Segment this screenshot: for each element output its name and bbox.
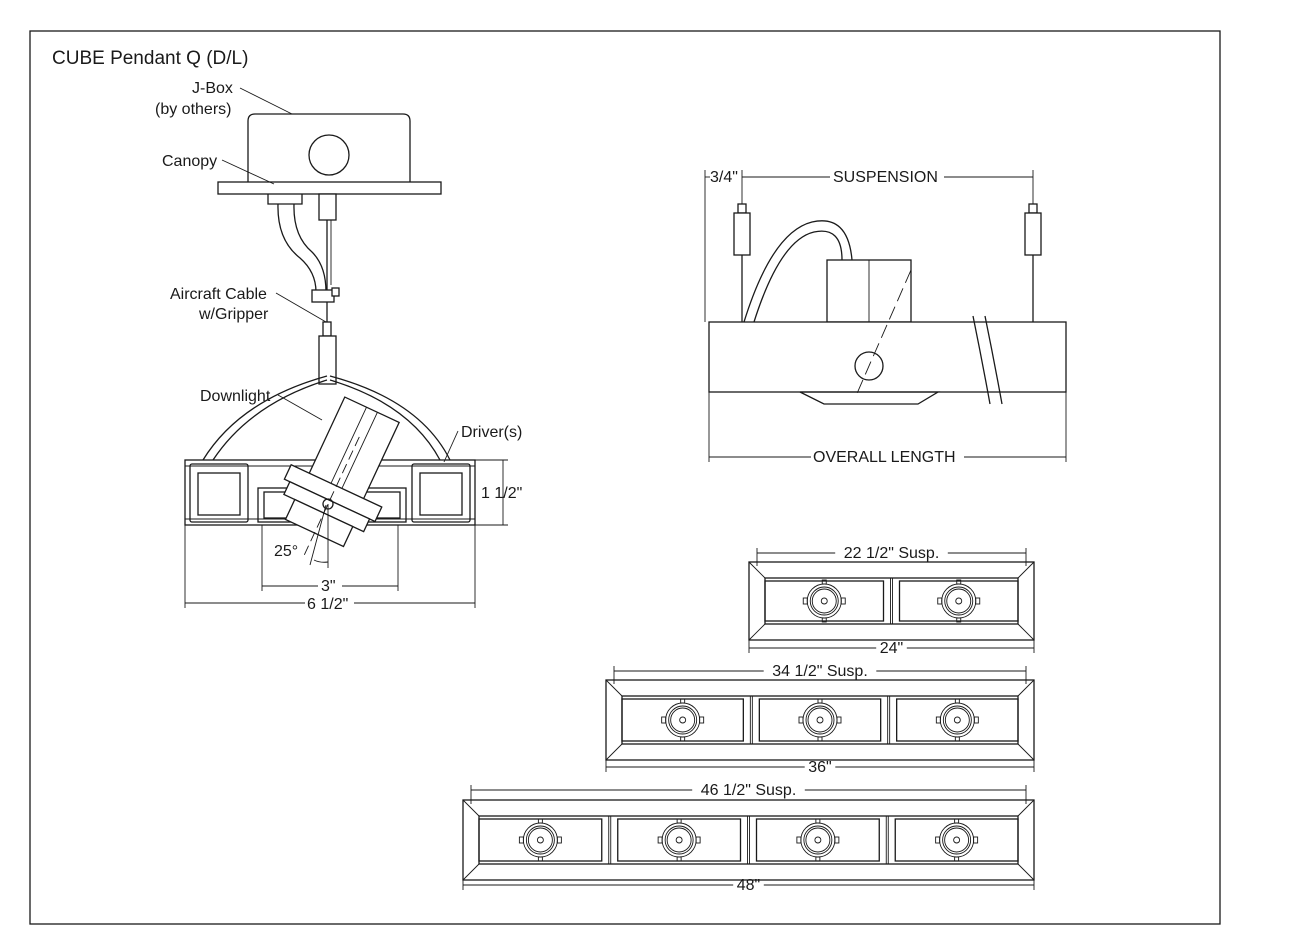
lower-gripper xyxy=(322,321,332,337)
aircraft-cable-label: Aircraft Cable xyxy=(170,286,267,303)
plan-2-housing xyxy=(748,561,1035,641)
suspension-dimension: SUSPENSION xyxy=(833,169,938,186)
front-power-cord xyxy=(743,220,853,323)
canopy-label: Canopy xyxy=(162,153,217,170)
cable-attach xyxy=(318,193,337,221)
driver-left xyxy=(189,463,249,523)
cable-arc-left xyxy=(202,375,328,461)
side-view: J-Box (by others) Canopy Aircraft Cable … xyxy=(155,80,522,613)
gripper-label: w/Gripper xyxy=(198,306,269,323)
plan-4-channel xyxy=(478,815,1019,865)
plan-3-housing xyxy=(605,679,1035,761)
cable-arc-right xyxy=(329,375,451,461)
offset-dimension: 3/4" xyxy=(710,169,738,186)
plan-module xyxy=(478,818,603,862)
stem xyxy=(318,335,337,385)
plan-module xyxy=(896,698,1019,742)
gripper xyxy=(311,289,335,303)
front-lens xyxy=(799,391,941,405)
downlight-label: Downlight xyxy=(200,388,271,405)
plan-module xyxy=(758,698,882,742)
drivers-label: Driver(s) xyxy=(461,424,522,441)
plan-module xyxy=(898,580,1019,622)
plan-module xyxy=(764,580,885,622)
height-dimension: 1 1/2" xyxy=(481,485,522,502)
plan-3-length-dimension: 36" xyxy=(808,759,831,776)
front-view: 3/4" SUSPENSION OVERALL LENGTH xyxy=(704,169,1067,466)
plan-module xyxy=(617,818,742,862)
inner-width-dimension: 3" xyxy=(321,578,336,595)
canopy-plate xyxy=(217,181,442,195)
plan-module xyxy=(755,818,880,862)
driver-right xyxy=(411,463,471,523)
plan-module xyxy=(894,818,1019,862)
plan-2-suspension-dimension: 22 1/2" Susp. xyxy=(844,545,940,562)
plan-views: 22 1/2" Susp. 24" 34 1/2" Susp. 36" 46 1/2" … xyxy=(462,545,1035,894)
cord-grip xyxy=(267,194,303,205)
gripper-left xyxy=(737,203,747,214)
jbox-sublabel: (by others) xyxy=(155,101,231,118)
front-housing xyxy=(708,321,1067,393)
tilted-downlight xyxy=(283,396,401,555)
overall-width-dimension: 6 1/2" xyxy=(307,596,348,613)
jbox-knockout xyxy=(308,134,350,176)
jbox xyxy=(247,113,411,182)
plan-2-length-dimension: 24" xyxy=(880,640,903,657)
jbox-label: J-Box xyxy=(192,80,233,97)
plan-4-housing xyxy=(462,799,1035,881)
sheet-border xyxy=(29,30,1221,925)
plan-module xyxy=(621,698,744,742)
plan-4-length-dimension: 48" xyxy=(737,877,760,894)
plan-3-suspension-dimension: 34 1/2" Susp. xyxy=(772,663,868,680)
plan-4-suspension-dimension: 46 1/2" Susp. xyxy=(701,782,797,799)
gripper-right xyxy=(1028,203,1038,214)
power-cord xyxy=(277,203,317,293)
drawing-title: CUBE Pendant Q (D/L) xyxy=(52,48,248,69)
angle-dimension: 25° xyxy=(274,543,298,560)
overall-length-dimension: OVERALL LENGTH xyxy=(813,449,956,466)
